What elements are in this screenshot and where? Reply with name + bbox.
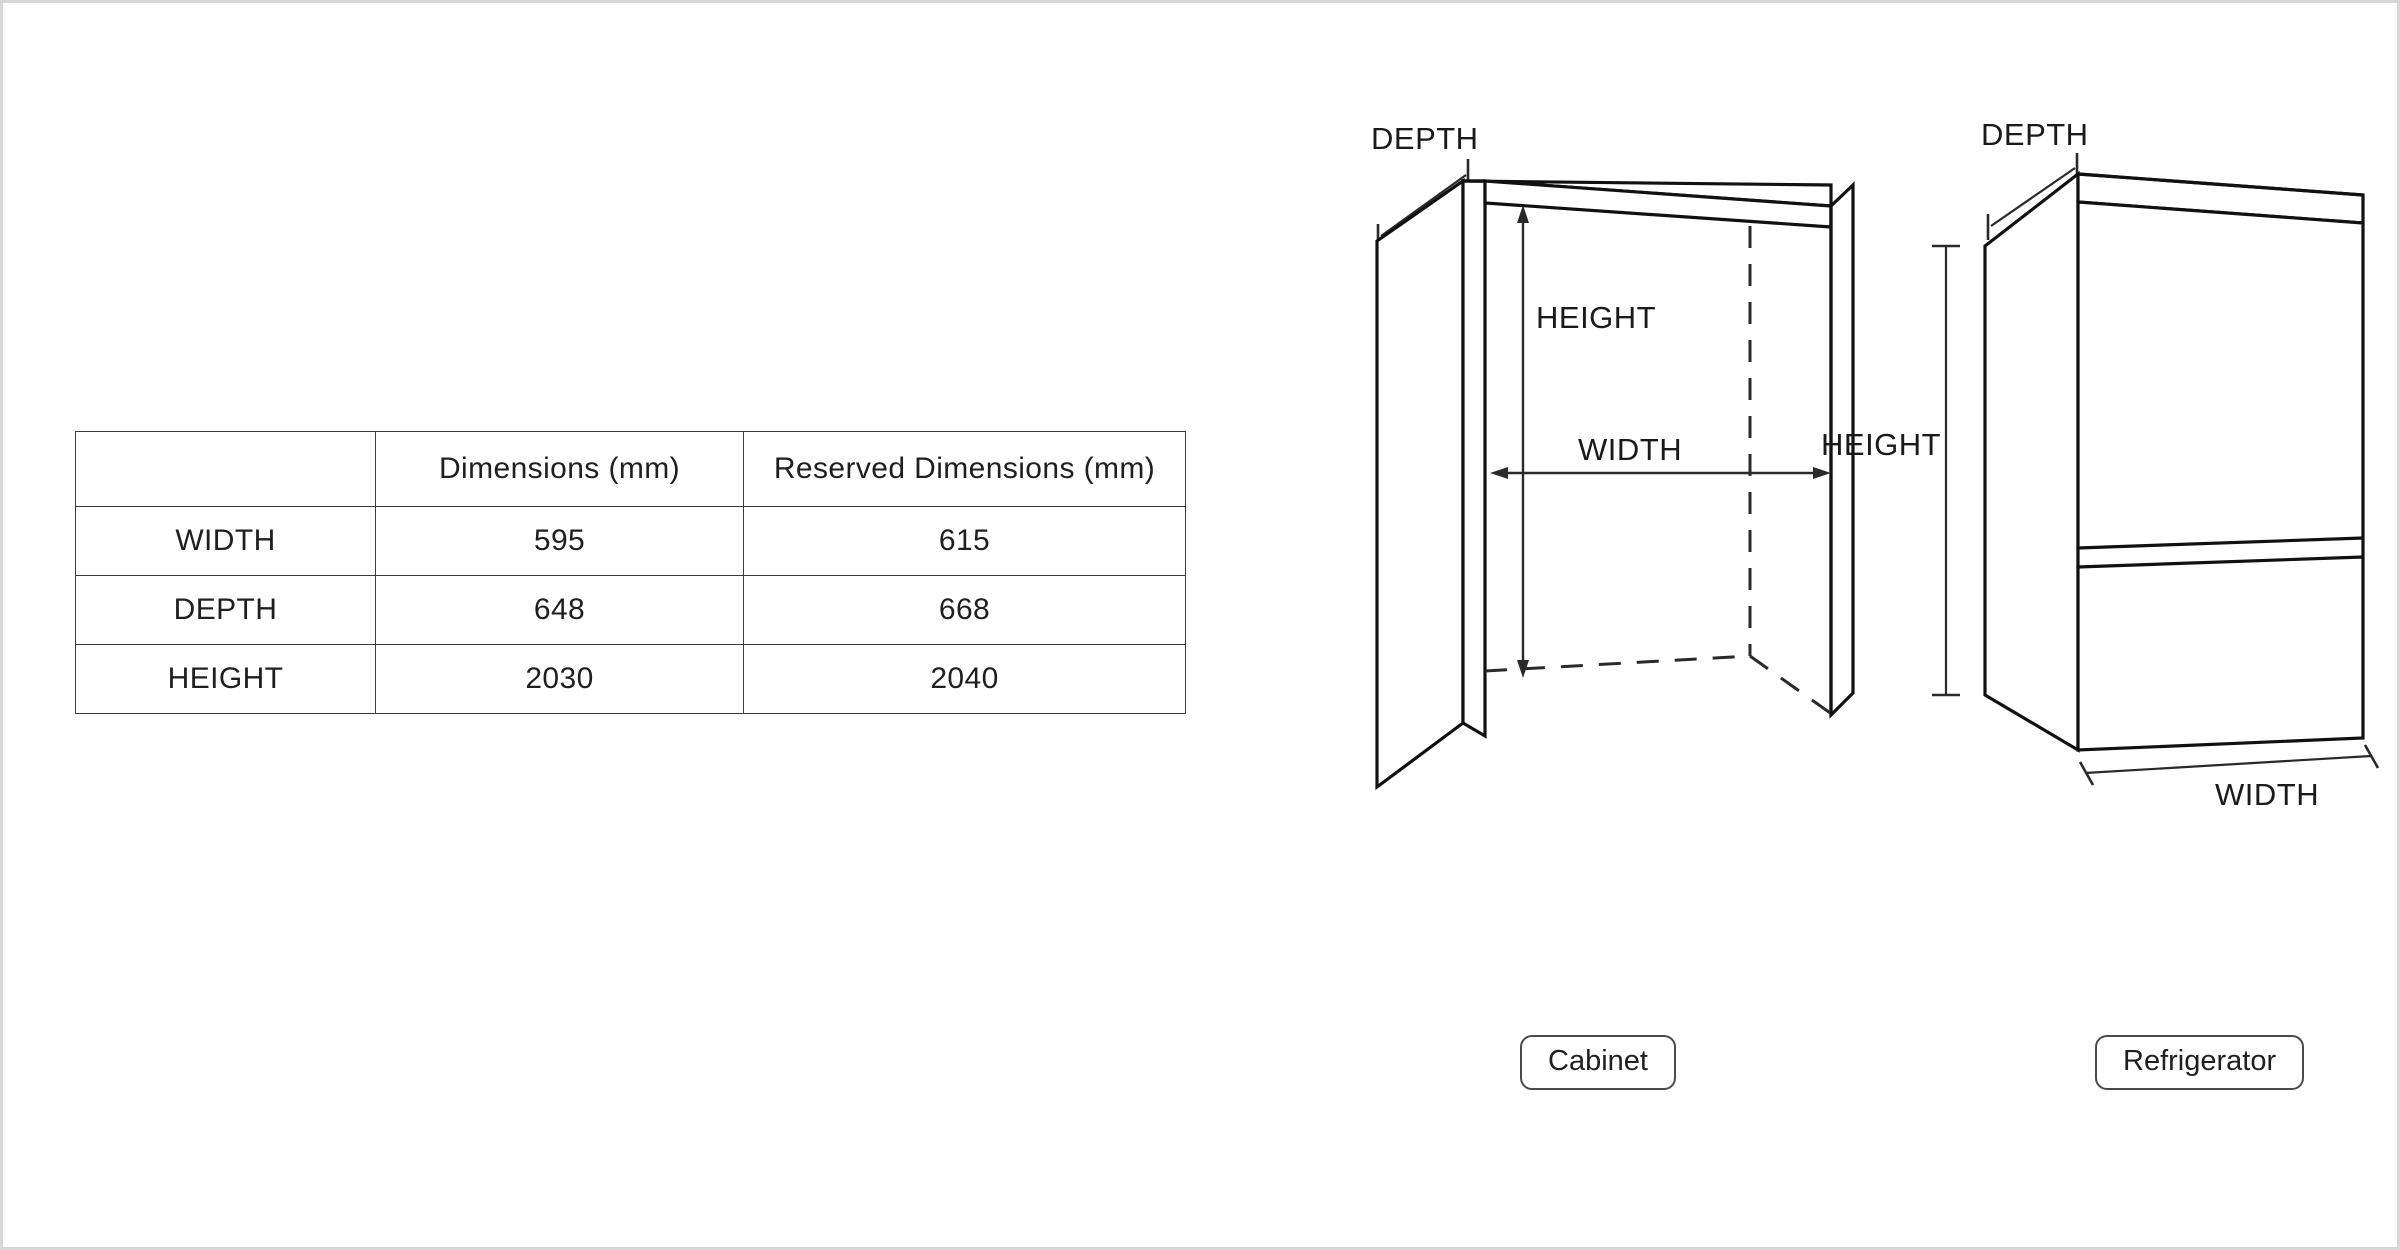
table-header-corner [75,431,376,507]
dimensions-table: Dimensions (mm) Reserved Dimensions (mm)… [75,431,1186,714]
fridge-top-face-edge [2077,172,2364,197]
cell-depth-dimension: 648 [375,575,744,645]
cabinet-hidden-floor-front [1484,654,1751,673]
row-label-depth: DEPTH [75,575,376,645]
cabinet-height-arrowhead-top [1517,205,1529,223]
table-header-dimensions: Dimensions (mm) [375,431,744,507]
cabinet-hidden-floor-right [1749,654,1834,717]
fridge-depth-dimension-line [1990,167,2076,227]
row-label-height: HEIGHT [75,644,376,714]
fridge-depth-label: DEPTH [1981,117,2089,152]
cell-width-dimension: 595 [375,506,744,576]
fridge-width-tick-left [2078,761,2095,786]
fridge-front-face [2076,200,2365,752]
fridge-side-face [1983,170,2080,753]
cabinet-height-label: HEIGHT [1536,300,1656,335]
row-label-width: WIDTH [75,506,376,576]
cell-width-reserved: 615 [743,506,1186,576]
dimensions-table-container: Dimensions (mm) Reserved Dimensions (mm)… [75,431,1186,714]
refrigerator-figure: DEPTH HEIGHT WIDTH [1821,117,2400,923]
table-header-reserved-dimensions: Reserved Dimensions (mm) [743,431,1186,507]
cell-depth-reserved: 668 [743,575,1186,645]
cabinet-left-panel-thickness [1461,179,1487,739]
fridge-width-dimension-line [2084,754,2372,775]
cabinet-height-arrowhead-bottom [1517,660,1529,678]
table-row: HEIGHT 2030 2040 [75,644,1186,714]
cabinet-width-label: WIDTH [1578,432,1682,467]
cabinet-depth-dimension-line [1380,174,1467,237]
fridge-height-label: HEIGHT [1821,427,1941,462]
cell-height-dimension: 2030 [375,644,744,714]
fridge-door-split-upper-edge [2077,536,2364,550]
refrigerator-caption-pill: Refrigerator [2095,1035,2305,1090]
cabinet-left-panel-outer-face [1375,177,1465,791]
cabinet-width-arrowhead-right [1813,467,1831,479]
cell-height-reserved: 2040 [743,644,1186,714]
table-row: DEPTH 648 668 [75,575,1186,645]
fridge-width-label: WIDTH [2215,777,2319,812]
fridge-width-tick-right [2363,744,2380,769]
table-row: WIDTH 595 615 [75,506,1186,576]
cabinet-depth-label: DEPTH [1371,121,1479,156]
cabinet-width-arrowhead-left [1490,467,1508,479]
cabinet-caption-pill: Cabinet [1520,1035,1676,1090]
cabinet-figure: DEPTH HEIGHT WIDTH [1333,121,1893,923]
fridge-door-split-lower-edge [2077,555,2364,569]
table-header-row: Dimensions (mm) Reserved Dimensions (mm) [75,431,1186,507]
